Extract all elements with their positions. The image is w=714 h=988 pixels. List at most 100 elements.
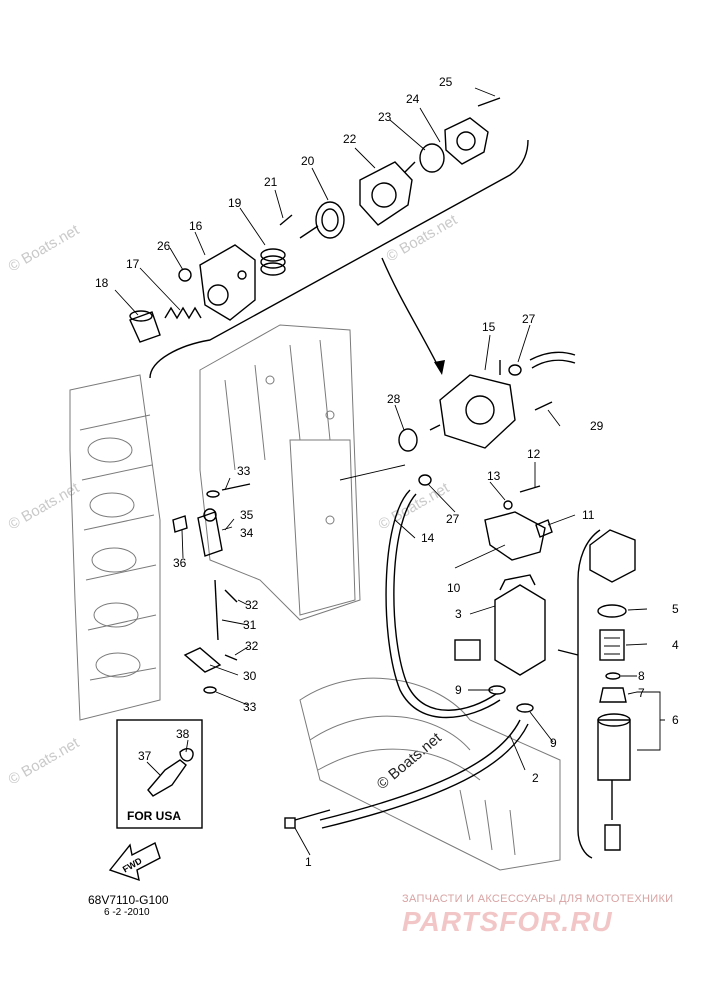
callout-36: 36 [173, 556, 187, 570]
callout-33b: 33 [243, 700, 257, 714]
part-5-o-ring [597, 604, 627, 618]
callout-8: 8 [638, 669, 645, 683]
part-6-filter-cup [597, 713, 631, 851]
part-17-spring [164, 306, 202, 320]
watermark-1: © Boats.net [6, 221, 83, 275]
part-35-bolt [221, 483, 251, 491]
callout-4: 4 [672, 638, 679, 652]
part-10-bracket [484, 511, 546, 561]
fuel-hose-14b [393, 493, 497, 711]
part-18-plunger [129, 310, 161, 343]
bracket-arrowhead [434, 360, 445, 375]
part-4-element [599, 629, 625, 661]
part-25-screw [477, 97, 501, 107]
part-filter-head [589, 529, 636, 583]
intake-manifold [199, 324, 361, 621]
fuel-hose-2b [321, 723, 529, 829]
part-32-pin-upper [224, 589, 238, 603]
bracket-arrow [381, 257, 441, 371]
inset-label: FOR USA [127, 809, 181, 823]
callout-33a: 33 [237, 464, 251, 478]
callout-14: 14 [421, 531, 435, 545]
fuel-hose-2 [319, 719, 521, 821]
part-37-joint [147, 759, 187, 797]
part-1-joint [284, 809, 331, 829]
callout-28: 28 [387, 392, 401, 406]
callout-31: 31 [243, 618, 257, 632]
part-28-o-ring [398, 428, 418, 452]
callout-13: 13 [487, 469, 501, 483]
part-8-o-ring [605, 672, 621, 680]
callout-18: 18 [95, 276, 109, 290]
drawing-date: 6 -2 -2010 [104, 907, 150, 918]
lower-casing [299, 677, 561, 871]
watermarks: © Boats.net © Boats.net © Boats.net © Bo… [6, 211, 461, 793]
callout-27-lower: 27 [446, 512, 460, 526]
part-7-nut [599, 687, 627, 703]
callout-9b: 9 [550, 736, 557, 750]
drawing-code: 68V7110-G100 [88, 893, 169, 907]
callout-32a: 32 [245, 598, 259, 612]
callout-20: 20 [301, 154, 315, 168]
part-22-pump-cover [359, 161, 416, 226]
exploded-group-bracket [149, 139, 529, 379]
callout-6-brace [637, 691, 665, 751]
part-26-nut [178, 268, 192, 282]
cylinder-head [69, 374, 161, 721]
callout-11: 11 [582, 508, 595, 522]
part-20-diaphragm [299, 201, 345, 239]
part-36-plug [172, 515, 188, 533]
callout-1: 1 [305, 855, 312, 869]
part-12-bolt [519, 485, 541, 493]
callout-15: 15 [482, 320, 496, 334]
fwd-arrow [108, 841, 161, 882]
callout-34: 34 [240, 526, 254, 540]
callout-19: 19 [228, 196, 242, 210]
callout-3: 3 [455, 607, 462, 621]
filter-bracket-pointer [557, 649, 579, 656]
part-34-joint [197, 508, 223, 557]
leader-lines [114, 87, 648, 856]
callout-12: 12 [527, 447, 541, 461]
part-19-spring [260, 248, 286, 276]
part-24-cap [444, 117, 489, 165]
part-11-nut [535, 519, 553, 538]
callout-22: 22 [343, 132, 357, 146]
fuel-hose-14 [385, 489, 501, 719]
part-27-clip-lower [418, 474, 432, 486]
part-30-bracket [183, 647, 222, 673]
callout-26: 26 [157, 239, 171, 253]
callouts: 1 2 3 4 5 6 7 8 9 9 10 11 12 13 14 15 16… [95, 75, 679, 869]
callout-10: 10 [447, 581, 461, 595]
watermark-5: © Boats.net [6, 734, 83, 788]
callout-38: 38 [176, 727, 190, 741]
callout-25: 25 [439, 75, 453, 89]
part-3-fuel-filter [454, 574, 546, 676]
callout-17: 17 [126, 257, 140, 271]
callout-24: 24 [406, 92, 420, 106]
shop-logo: PARTSFOR.RU [402, 906, 613, 937]
watermark-4: © Boats.net [376, 479, 453, 533]
callout-35: 35 [240, 508, 254, 522]
part-29-bolt [534, 401, 553, 411]
part-9-clip-b [516, 703, 534, 713]
part-27-clip-upper [508, 364, 522, 376]
callout-5: 5 [672, 602, 679, 616]
callout-32b: 32 [245, 639, 259, 653]
callout-7: 7 [638, 686, 645, 700]
part-31-rod [214, 579, 219, 641]
part-33-washer-upper [206, 490, 220, 498]
callout-23: 23 [378, 110, 392, 124]
callout-2: 2 [532, 771, 539, 785]
part-16-pump-body [199, 244, 256, 321]
part-23-gasket [419, 143, 445, 173]
filter-exploded-bracket [577, 529, 601, 859]
part-15-fuel-pump-assy [429, 351, 576, 449]
shop-caption: ЗАПЧАСТИ И АКСЕССУАРЫ ДЛЯ МОТОТЕХНИКИ [402, 893, 674, 905]
part-33-washer-lower [203, 686, 217, 694]
part-21-pin [279, 214, 293, 226]
callout-30: 30 [243, 669, 257, 683]
callout-9a: 9 [455, 683, 462, 697]
callout-6: 6 [672, 713, 679, 727]
